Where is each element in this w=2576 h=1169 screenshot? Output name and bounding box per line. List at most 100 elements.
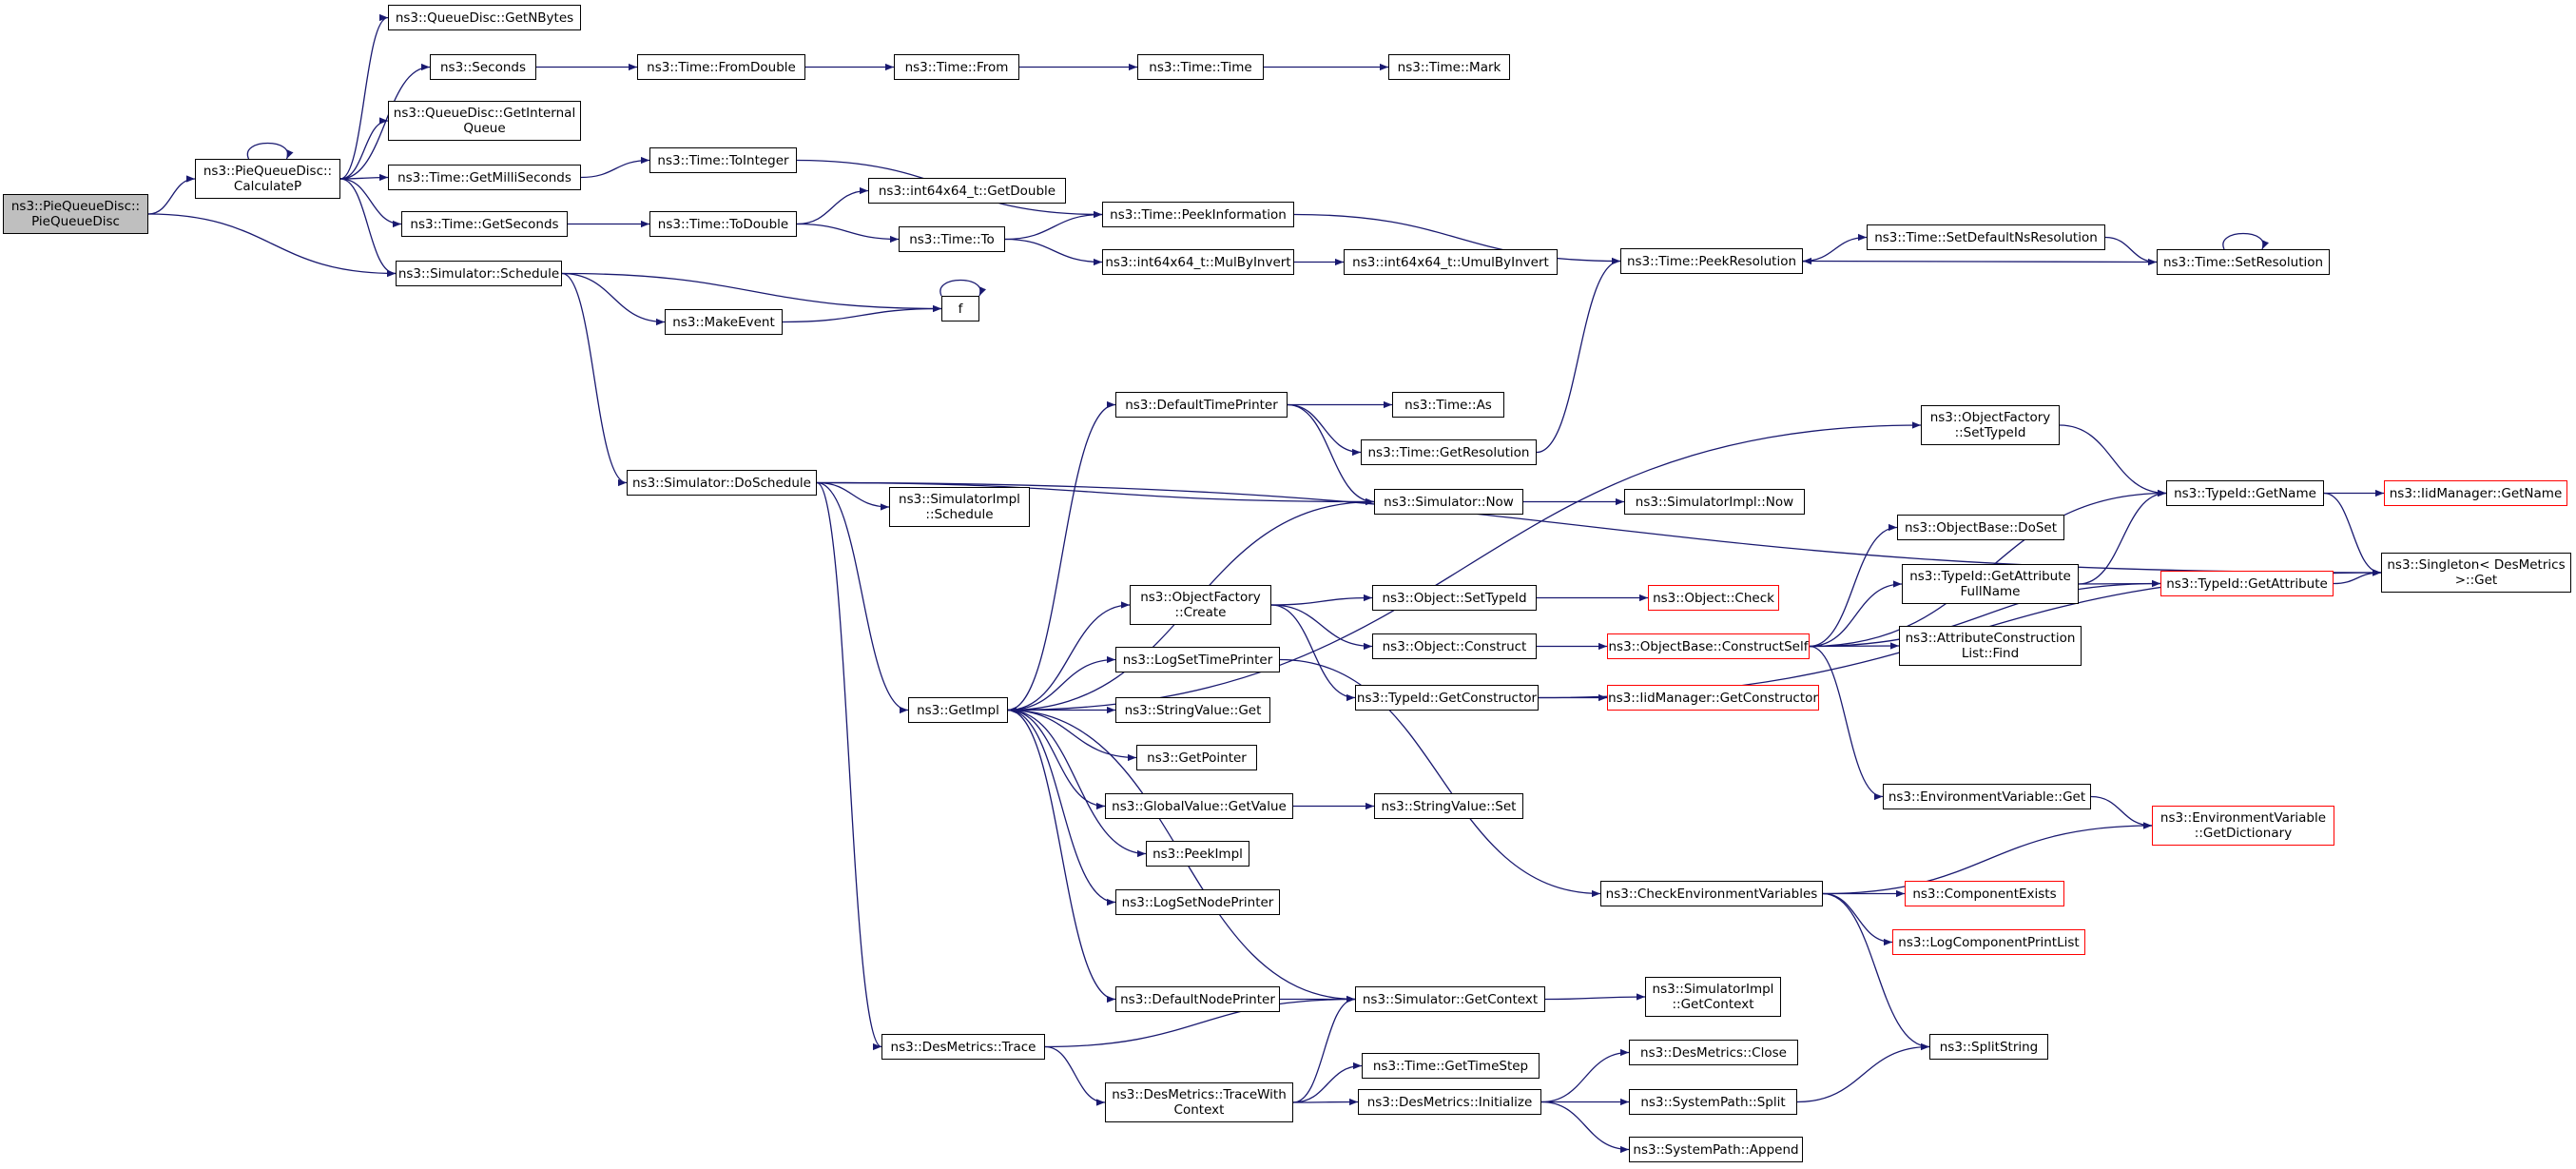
- node-tracewithcontext[interactable]: ns3::DesMetrics::TraceWith Context: [1105, 1082, 1293, 1122]
- node-timeto[interactable]: ns3::Time::To: [899, 226, 1005, 252]
- node-stringvalueset[interactable]: ns3::StringValue::Set: [1374, 793, 1523, 819]
- node-peekimpl[interactable]: ns3::PeekImpl: [1146, 841, 1249, 867]
- edge-calcp-to-getseconds: [339, 178, 402, 228]
- node-ofcreate[interactable]: ns3::ObjectFactory ::Create: [1130, 585, 1271, 625]
- node-objectcheck[interactable]: ns3::Object::Check: [1648, 585, 1779, 611]
- node-makeevent[interactable]: ns3::MakeEvent: [665, 309, 783, 335]
- node-envgetdictionary[interactable]: ns3::EnvironmentVariable ::GetDictionary: [2152, 806, 2334, 846]
- node-envget[interactable]: ns3::EnvironmentVariable::Get: [1883, 784, 2091, 809]
- edge-timeto-to-mulbyinvert: [1004, 238, 1103, 266]
- edge-systempathsplit-to-splitstring: [1796, 1042, 1930, 1103]
- node-timeas[interactable]: ns3::Time::As: [1392, 392, 1504, 418]
- node-seconds[interactable]: ns3::Seconds: [430, 54, 536, 80]
- node-getseconds[interactable]: ns3::Time::GetSeconds: [401, 211, 568, 237]
- node-stringvalueget[interactable]: ns3::StringValue::Get: [1115, 697, 1270, 723]
- edge-getimpl-to-logsettimeprinter: [1007, 655, 1116, 711]
- node-int64getdouble[interactable]: ns3::int64x64_t::GetDouble: [868, 178, 1066, 204]
- edge-checkenv-to-logcomponentprintlist: [1822, 892, 1893, 946]
- node-f[interactable]: f: [941, 296, 979, 321]
- node-tointeger[interactable]: ns3::Time::ToInteger: [649, 147, 797, 173]
- node-getimpl[interactable]: ns3::GetImpl: [908, 697, 1008, 723]
- edge-todouble-to-timeto: [796, 223, 900, 244]
- edge-constructself-to-objectbasedoset: [1809, 523, 1898, 648]
- node-typeidgetname[interactable]: ns3::TypeId::GetName: [2166, 480, 2324, 506]
- node-getpointer[interactable]: ns3::GetPointer: [1136, 745, 1257, 770]
- node-desmetricstrace[interactable]: ns3::DesMetrics::Trace: [881, 1034, 1045, 1060]
- node-simnow[interactable]: ns3::Simulator::Now: [1374, 489, 1523, 515]
- node-objectconstruct[interactable]: ns3::Object::Construct: [1372, 633, 1537, 659]
- edge-setdefaultnsresolution-to-setresolution: [2104, 236, 2158, 266]
- node-defaulttimeprinter[interactable]: ns3::DefaultTimePrinter: [1115, 392, 1288, 418]
- edge-pie-ctor-to-schedule: [147, 213, 397, 278]
- edge-timeto-to-peekinformation: [1004, 210, 1103, 241]
- edge-envget-to-envgetdictionary: [2090, 795, 2153, 829]
- node-logsettimeprinter[interactable]: ns3::LogSetTimePrinter: [1115, 647, 1280, 672]
- node-pie-ctor: ns3::PieQueueDisc:: PieQueueDisc: [3, 194, 148, 234]
- node-iidgetname[interactable]: ns3::IidManager::GetName: [2384, 480, 2567, 506]
- node-peekresolution[interactable]: ns3::Time::PeekResolution: [1620, 248, 1803, 274]
- node-logsetnodeprinter[interactable]: ns3::LogSetNodePrinter: [1115, 889, 1280, 915]
- edge-logsettimeprinter-to-checkenv: [1279, 658, 1601, 898]
- node-iidgetconstructor[interactable]: ns3::IidManager::GetConstructor: [1607, 685, 1819, 711]
- node-setdefaultnsresolution[interactable]: ns3::Time::SetDefaultNsResolution: [1867, 224, 2105, 250]
- node-objectbasedoset[interactable]: ns3::ObjectBase::DoSet: [1897, 515, 2064, 540]
- edge-tracewithcontext-to-simgetcontext: [1292, 995, 1356, 1103]
- edge-desmetricstrace-to-simgetcontext: [1044, 995, 1356, 1048]
- node-calcp[interactable]: ns3::PieQueueDisc:: CalculateP: [195, 159, 340, 199]
- node-gettimestep[interactable]: ns3::Time::GetTimeStep: [1362, 1053, 1540, 1079]
- node-singletonget[interactable]: ns3::Singleton< DesMetrics >::Get: [2381, 553, 2571, 593]
- node-defaultnodeprinter[interactable]: ns3::DefaultNodePrinter: [1115, 986, 1280, 1012]
- node-splitstring[interactable]: ns3::SplitString: [1929, 1034, 2048, 1060]
- node-getresolution[interactable]: ns3::Time::GetResolution: [1361, 439, 1537, 465]
- edge-getresolution-to-peekresolution: [1536, 257, 1621, 454]
- node-checkenv[interactable]: ns3::CheckEnvironmentVariables: [1600, 881, 1823, 906]
- node-mark[interactable]: ns3::Time::Mark: [1388, 54, 1510, 80]
- edge-peekinformation-to-peekresolution: [1293, 213, 1621, 265]
- node-typeidgetconstructor[interactable]: ns3::TypeId::GetConstructor: [1355, 685, 1539, 711]
- node-systempathappend[interactable]: ns3::SystemPath::Append: [1629, 1137, 1803, 1162]
- node-componentexists[interactable]: ns3::ComponentExists: [1905, 881, 2064, 906]
- node-umulbyinvert[interactable]: ns3::int64x64_t::UmulByInvert: [1344, 249, 1558, 275]
- edge-calcp-to-calcp: [246, 142, 294, 160]
- node-mulbyinvert[interactable]: ns3::int64x64_t::MulByInvert: [1102, 249, 1294, 275]
- edge-ofcreate-to-objectconstruct: [1270, 604, 1373, 651]
- node-fromdouble[interactable]: ns3::Time::FromDouble: [637, 54, 805, 80]
- edge-getimpl-to-defaulttimeprinter: [1007, 400, 1116, 711]
- node-getinternalqueue[interactable]: ns3::QueueDisc::GetInternal Queue: [388, 101, 581, 141]
- edge-ofsettypeid-to-typeidgetname: [2059, 424, 2167, 497]
- node-constructself[interactable]: ns3::ObjectBase::ConstructSelf: [1607, 633, 1810, 659]
- node-simimplgetcontext[interactable]: ns3::SimulatorImpl ::GetContext: [1645, 977, 1781, 1017]
- node-from[interactable]: ns3::Time::From: [894, 54, 1019, 80]
- edge-typeidgetattribute-to-singletonget: [2333, 569, 2382, 585]
- node-logcomponentprintlist[interactable]: ns3::LogComponentPrintList: [1892, 929, 2085, 955]
- node-schedule[interactable]: ns3::Simulator::Schedule: [396, 261, 562, 286]
- edge-checkenv-to-splitstring: [1822, 892, 1930, 1051]
- node-setresolution[interactable]: ns3::Time::SetResolution: [2157, 249, 2330, 275]
- node-doschedule[interactable]: ns3::Simulator::DoSchedule: [627, 470, 817, 496]
- node-attrconstructionfind[interactable]: ns3::AttributeConstruction List::Find: [1899, 626, 2082, 666]
- node-desmetricsinit[interactable]: ns3::DesMetrics::Initialize: [1358, 1089, 1541, 1115]
- node-globalvaluegetvalue[interactable]: ns3::GlobalValue::GetValue: [1105, 793, 1293, 819]
- node-peekinformation[interactable]: ns3::Time::PeekInformation: [1102, 202, 1294, 227]
- node-ofsettypeid[interactable]: ns3::ObjectFactory ::SetTypeId: [1921, 405, 2060, 445]
- node-objectsettypeid[interactable]: ns3::Object::SetTypeId: [1372, 585, 1537, 611]
- node-todouble[interactable]: ns3::Time::ToDouble: [649, 211, 797, 237]
- edge-getattributefullname-to-typeidgetname: [2078, 489, 2167, 585]
- node-timetime[interactable]: ns3::Time::Time: [1137, 54, 1264, 80]
- edge-desmetricsinit-to-desmetricsclose: [1540, 1048, 1630, 1103]
- edge-defaulttimeprinter-to-simnow: [1287, 403, 1375, 506]
- edge-checkenv-to-envgetdictionary: [1822, 822, 2153, 895]
- edge-constructself-to-typeidgetattribute: [1809, 579, 2161, 648]
- node-simimplnow[interactable]: ns3::SimulatorImpl::Now: [1624, 489, 1805, 515]
- node-getnbytes[interactable]: ns3::QueueDisc::GetNBytes: [388, 5, 581, 30]
- node-simgetcontext[interactable]: ns3::Simulator::GetContext: [1355, 986, 1545, 1012]
- node-typeidgetattribute[interactable]: ns3::TypeId::GetAttribute: [2160, 571, 2334, 596]
- node-systempathsplit[interactable]: ns3::SystemPath::Split: [1629, 1089, 1797, 1115]
- node-desmetricsclose[interactable]: ns3::DesMetrics::Close: [1629, 1040, 1798, 1065]
- node-getattributefullname[interactable]: ns3::TypeId::GetAttribute FullName: [1902, 564, 2079, 604]
- node-simimplschedule[interactable]: ns3::SimulatorImpl ::Schedule: [889, 487, 1030, 527]
- edge-getimpl-to-logsetnodeprinter: [1007, 709, 1116, 906]
- edge-makeevent-to-f: [782, 304, 942, 323]
- edge-calcp-to-schedule: [339, 178, 397, 278]
- node-getmilliseconds[interactable]: ns3::Time::GetMilliSeconds: [388, 165, 581, 190]
